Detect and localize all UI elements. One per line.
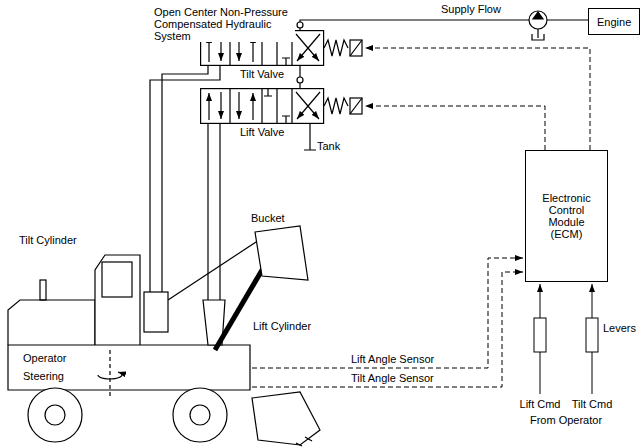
part-label: Lift Cylinder [252, 320, 312, 332]
solenoid-symbol [350, 40, 362, 56]
valve-label: Tilt Valve [240, 68, 284, 80]
flow-arrow [238, 92, 239, 119]
lift-sensor-wire [252, 258, 523, 368]
lift-valve: Lift Valve [200, 88, 365, 138]
spring-symbol [324, 40, 348, 56]
solenoid-symbol [350, 98, 362, 114]
box-label: Engine [597, 16, 631, 28]
wheel-hub [45, 405, 65, 425]
flow-arrow [220, 92, 221, 119]
part-label: Operator [22, 352, 67, 364]
bucket-teeth [296, 437, 312, 446]
wheel [28, 388, 82, 442]
steering-arrow [98, 372, 122, 379]
supply-line [300, 20, 529, 30]
bucket-raised [255, 226, 308, 280]
valve-label: Lift Valve [240, 126, 284, 138]
engine-hood [8, 300, 95, 345]
check-valve [297, 77, 303, 83]
box-label: Electronic Control Module (ECM) [534, 192, 599, 240]
lever-wire [540, 352, 541, 394]
signal-label: Tilt Angle Sensor [350, 372, 435, 384]
check-valve [297, 22, 303, 28]
signal-label: Lift Cmd [519, 398, 562, 410]
valve-symbol [200, 88, 365, 124]
lift-hose [219, 124, 220, 300]
chassis [8, 345, 250, 390]
cab-window [102, 262, 132, 297]
control-signal [365, 48, 590, 150]
tank-line [304, 124, 316, 150]
flow-label: Supply Flow [440, 3, 502, 15]
bucket-lowered [252, 392, 320, 445]
flow-arrow [208, 93, 209, 120]
tank-symbol [532, 29, 544, 40]
cross-arrow [297, 34, 320, 61]
exhaust-stack [40, 280, 46, 300]
tilt-linkage [168, 242, 256, 300]
system-title: Open Center Non-Pressure Compensated Hyd… [153, 6, 295, 42]
pump-arrow [533, 12, 543, 19]
note-label: From Operator [529, 414, 603, 426]
pump-symbol [529, 11, 547, 29]
open-center-path [264, 88, 290, 124]
lever-wire [592, 284, 593, 318]
lever-wire [592, 352, 593, 394]
valve-body [201, 89, 324, 124]
flow-arrow [252, 93, 253, 120]
lever-box [534, 318, 546, 352]
part-label: Bucket [250, 212, 286, 224]
tilt-cylinder [144, 292, 168, 332]
solenoid-symbol [350, 98, 362, 114]
lift-arm [215, 265, 265, 350]
solenoid-symbol [350, 40, 362, 56]
wheel-hub [190, 405, 210, 425]
tilt-hose [150, 66, 220, 292]
cross-arrow [296, 34, 319, 61]
part-label: Levers [602, 322, 637, 334]
lever-wire [540, 284, 541, 318]
spring-symbol [324, 98, 348, 114]
cross-arrow [297, 92, 320, 119]
valve-envelope [230, 88, 292, 124]
steering-axis [109, 350, 110, 398]
part-label: Tank [316, 140, 341, 152]
lever-box [586, 318, 598, 352]
part-label: Tilt Cylinder [18, 234, 78, 246]
engine-box: Engine [588, 8, 640, 35]
tilt-sensor-wire [252, 272, 523, 387]
part-label: Steering [22, 370, 65, 382]
ecm-box: Electronic Control Module (ECM) [525, 150, 608, 282]
cab [95, 255, 140, 345]
signal-label: Lift Angle Sensor [350, 353, 435, 365]
engine-shaft [547, 19, 588, 20]
control-signal [365, 106, 545, 150]
signal-label: Tilt Cmd [571, 398, 614, 410]
wheel [173, 388, 227, 442]
cross-arrow [296, 92, 319, 119]
